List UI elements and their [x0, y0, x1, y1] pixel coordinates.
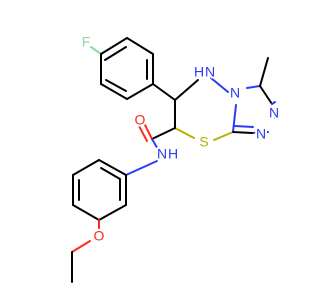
amide-hydrogen-atom: H [168, 146, 178, 162]
n-c-bond [232, 104, 237, 133]
methyl-bond [259, 57, 269, 87]
ethoxyphenyl-ring [71, 159, 127, 283]
aromatic-bond [100, 37, 128, 55]
triazole-ring [232, 57, 276, 134]
aromatic-bond [98, 204, 127, 221]
o-c-bond [71, 240, 91, 253]
c-n-bond [151, 138, 160, 152]
aromatic-double-bond [100, 167, 121, 180]
n-c-bond [246, 85, 261, 89]
ring-bond [259, 85, 273, 105]
carbonyl-oxygen-atom: O [135, 112, 146, 128]
nh-ring-atom: N [205, 64, 215, 80]
sulfur-atom: S [199, 134, 208, 150]
aromatic-bond [126, 37, 154, 55]
amide-nitrogen-atom: N [157, 146, 167, 162]
n-aryl-bond [125, 160, 158, 176]
carboxamide-group [125, 124, 176, 176]
n-c-bond [251, 131, 269, 134]
s-c-bond [174, 127, 195, 139]
nh-ring-hydrogen: H [194, 64, 204, 80]
aromatic-bond [98, 159, 127, 176]
c-o-double-bond [144, 124, 153, 140]
triazole-nitrogen-upper: N [269, 105, 279, 121]
thiadiazine-ring [152, 77, 237, 141]
atom-labels: F N H N N N S O N H O [80, 32, 281, 246]
aromatic-bond [126, 83, 154, 100]
c-n-double-bond [234, 125, 254, 128]
molecular-structure-diagram: F N H N N N S O N H O [71, 32, 281, 283]
fluorophenyl-ring [90, 37, 154, 100]
triazole-nitrogen-lower: N [256, 126, 266, 142]
fused-bond [232, 131, 253, 134]
n-n-bond [210, 77, 229, 93]
aromatic-bond [72, 204, 100, 221]
aromatic-double-bond [105, 79, 127, 92]
c-c-bond [151, 127, 176, 140]
fluorine-atom: F [82, 34, 91, 50]
c-s-bond [213, 131, 234, 141]
c-n-double-bond [271, 101, 276, 105]
fused-nitrogen-atom: N [230, 85, 240, 101]
aromatic-bond [100, 83, 128, 100]
ring-bond [174, 79, 199, 101]
aromatic-bond [72, 159, 100, 176]
aryl-ring-bond [152, 83, 176, 101]
aromatic-double-bond [104, 46, 127, 61]
c-f-bond [90, 46, 102, 55]
ether-oxygen-atom: O [94, 228, 105, 244]
c-o-double-bond [138, 125, 148, 142]
